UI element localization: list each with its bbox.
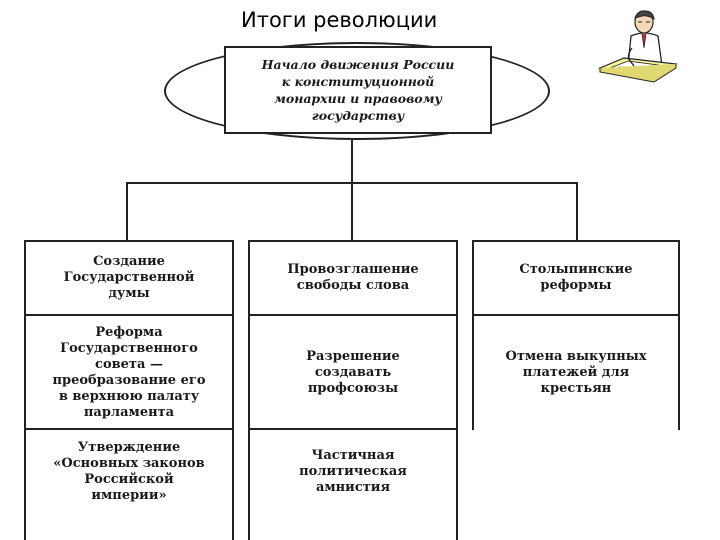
connector-vertical-top [351,140,353,184]
man-writing-at-desk-icon [598,10,678,83]
cell-trade-unions: Разрешение создавать профсоюзы [250,314,456,430]
connector-right-drop [576,182,578,240]
cell-basic-laws: Утверждение «Основных законов Российской… [26,428,232,514]
central-statement-box: Начало движения России к конституционной… [224,46,492,134]
column-left: Создание Государственной думы Реформа Го… [24,240,234,540]
column-center: Провозглашение свободы слова Разрешение … [248,240,458,540]
top-ellipse [164,42,550,140]
connector-left-drop [126,182,128,240]
column-right: Столыпинские реформы Отмена выкупных пла… [472,240,680,430]
cell-amnesty: Частичная политическая амнистия [250,428,456,514]
cell-redemption-payments: Отмена выкупных платежей для крестьян [474,314,678,430]
central-statement-text: Начало движения России к конституционной… [261,57,455,123]
connector-center-drop [351,182,353,240]
cell-state-council-reform: Реформа Государственного совета — преобр… [26,314,232,430]
cell-stolypin-reforms: Столыпинские реформы [519,262,633,293]
cell-freedom-of-speech: Провозглашение свободы слова [287,262,419,293]
cell-state-duma: Создание Государственной думы [63,254,195,301]
page-title: Итоги революции [241,8,438,32]
